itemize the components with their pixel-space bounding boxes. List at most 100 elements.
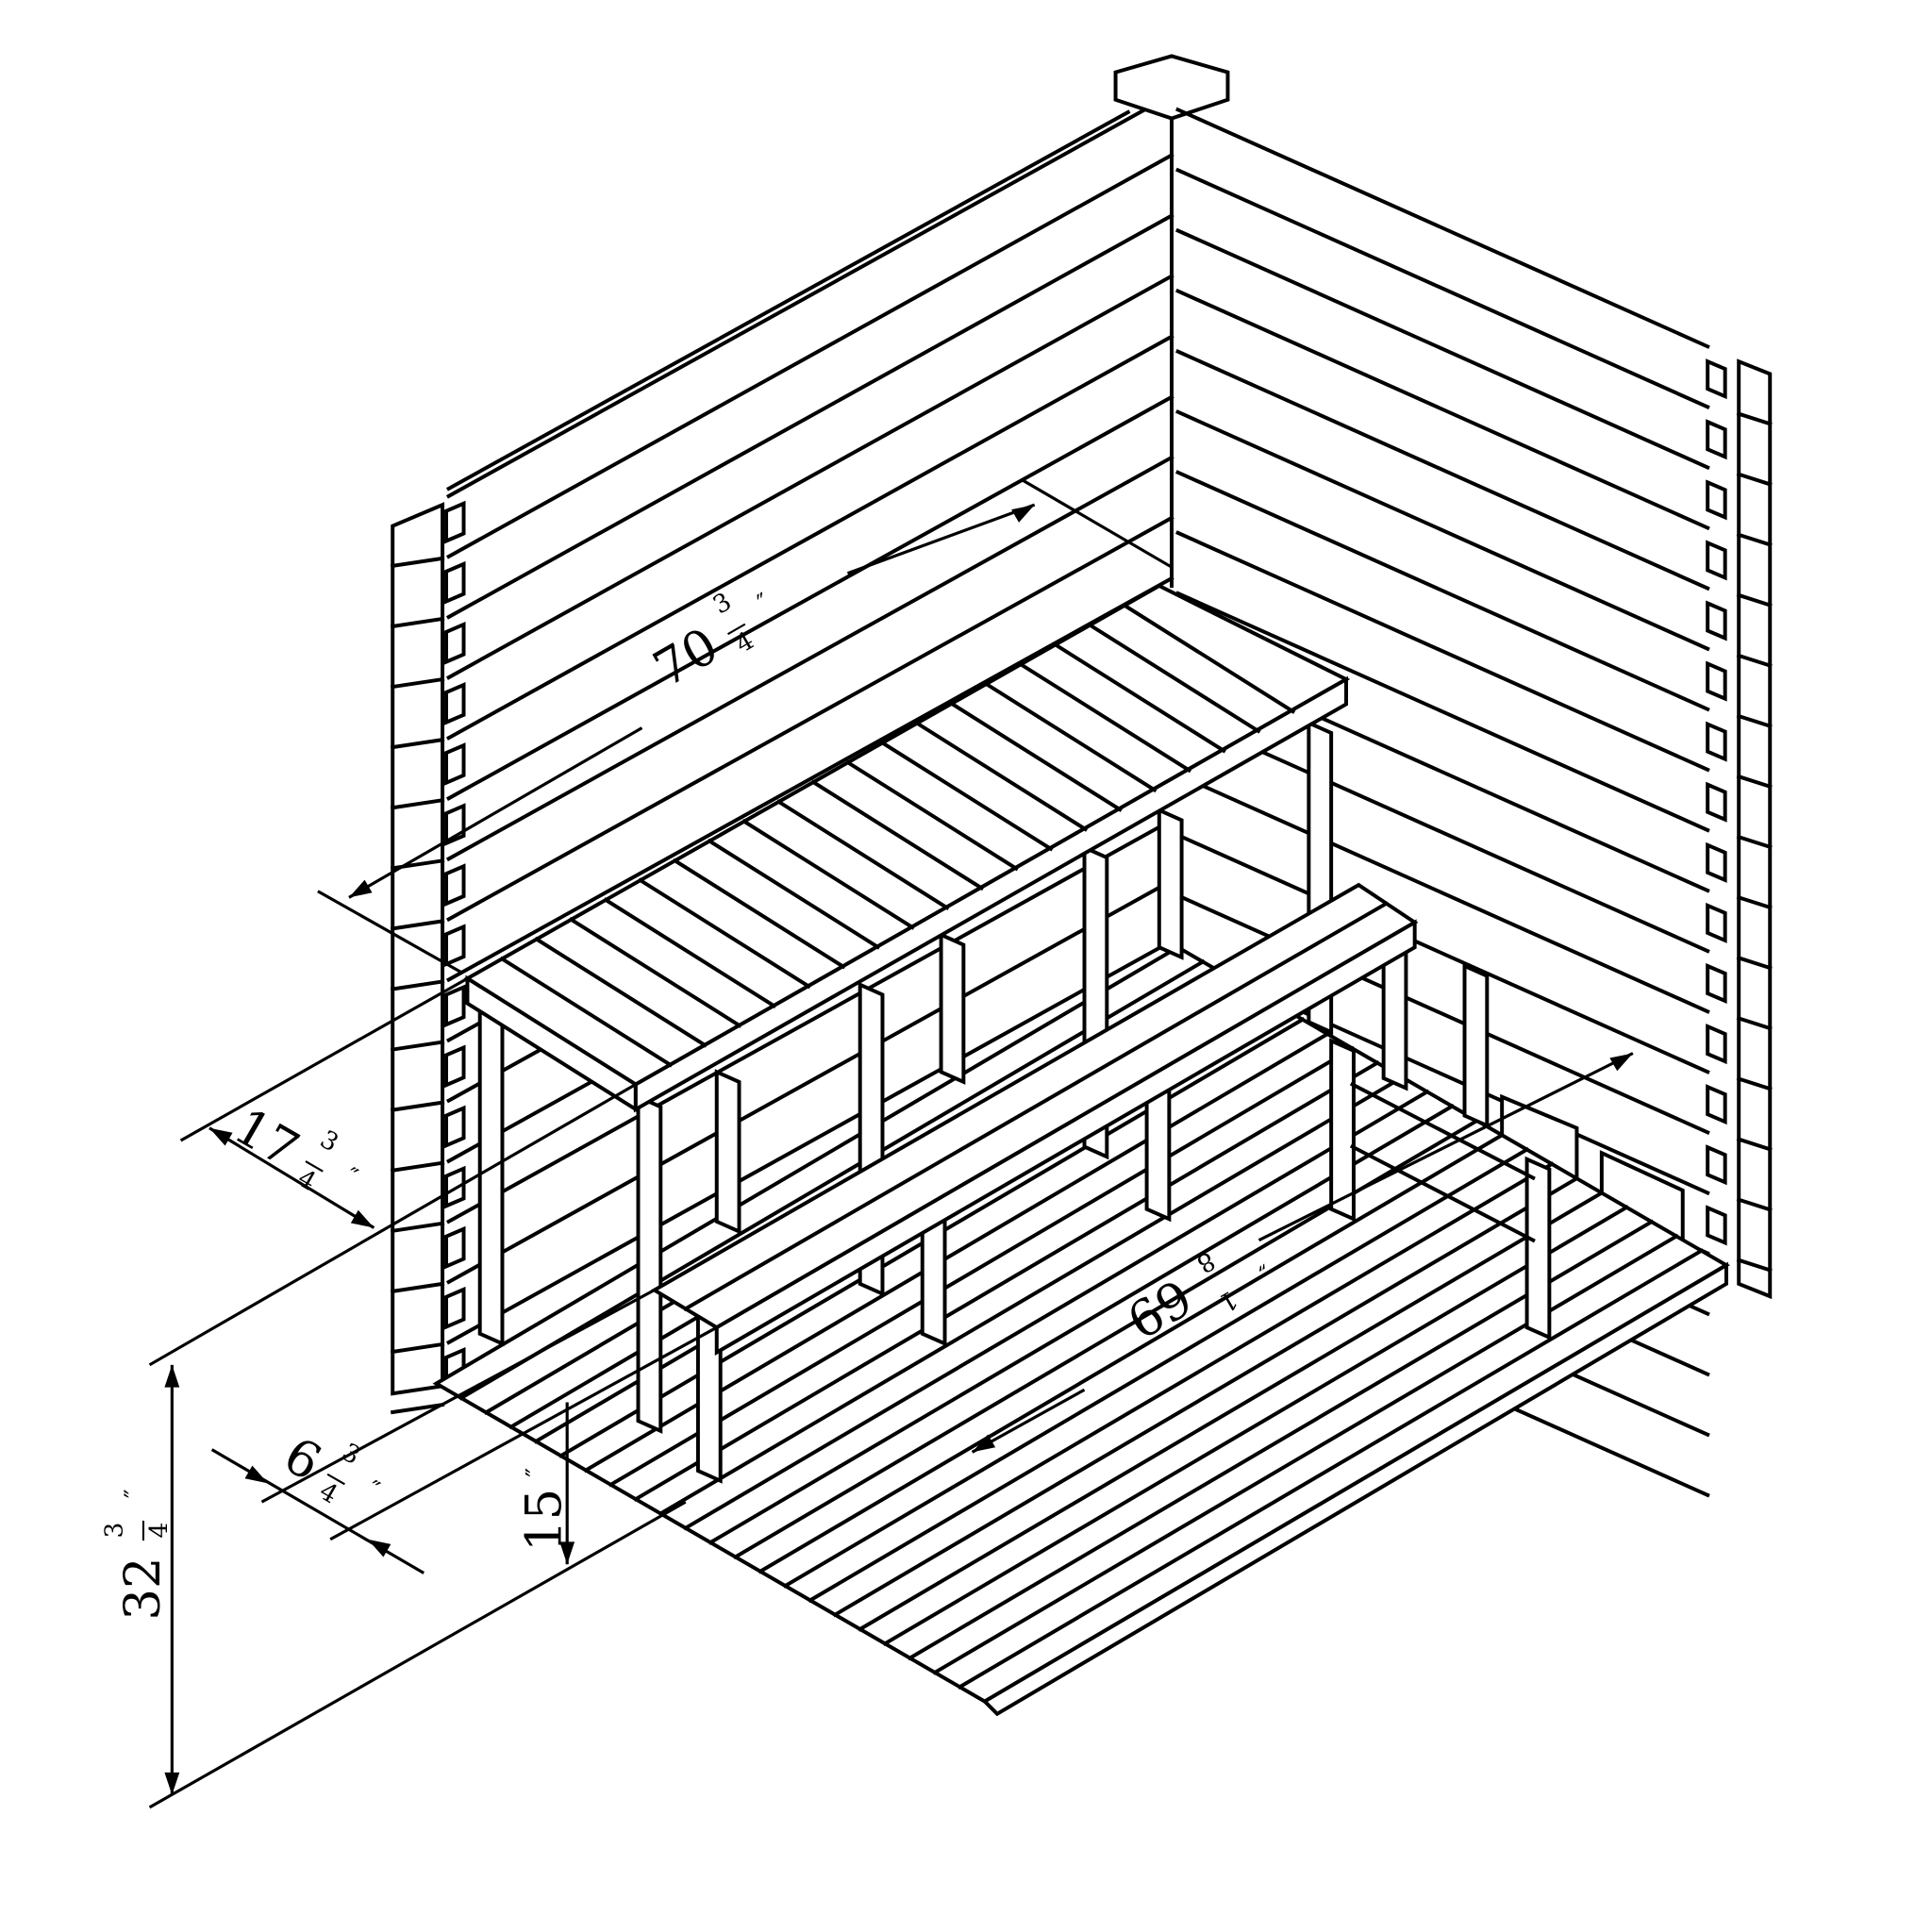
bench-support xyxy=(714,1069,741,1235)
fraction-bar xyxy=(1205,1269,1224,1282)
fraction-bar xyxy=(727,623,746,636)
svg-text:15: 15 xyxy=(516,1489,574,1552)
left-post-notch xyxy=(444,984,466,1028)
floor-slat-line xyxy=(758,1132,1505,1574)
bench-slat-line xyxy=(672,858,846,970)
svg-text:4: 4 xyxy=(144,1523,174,1539)
right-post-joint xyxy=(1736,1076,1773,1091)
right-wall-board-line xyxy=(1175,167,1710,410)
bench-slat-line xyxy=(775,799,950,910)
end-frame-post xyxy=(1329,1038,1356,1223)
bench-slat-line xyxy=(949,701,1123,812)
right-wall-board-line xyxy=(1175,892,1710,1136)
bench-slat-line xyxy=(1087,622,1261,734)
dim-line xyxy=(1257,1052,1634,1242)
floor-slat-line xyxy=(608,1045,1356,1488)
right-wall-board-line xyxy=(1175,591,1710,833)
left-post-joint xyxy=(390,1221,445,1234)
svg-text:″: ″ xyxy=(120,1489,149,1498)
right-post-notch xyxy=(1706,841,1727,883)
left-post-notch xyxy=(444,1286,466,1330)
arrow-head xyxy=(367,1539,391,1557)
right-post-joint xyxy=(1736,1016,1773,1031)
fraction-bar xyxy=(305,1160,324,1173)
bench-slat-line xyxy=(568,917,742,1028)
left-wall-board-line xyxy=(445,394,1174,801)
dim-extension-line xyxy=(317,890,462,974)
right-post-joint xyxy=(1736,1137,1773,1152)
arrow-head xyxy=(244,1465,269,1484)
arrow-head xyxy=(972,1434,996,1453)
svg-text:70: 70 xyxy=(644,617,728,698)
right-wall-top-edge xyxy=(1175,107,1710,349)
bench-leg xyxy=(636,1093,663,1434)
dimension-lines xyxy=(148,478,1634,1809)
svg-text:4: 4 xyxy=(314,1476,342,1509)
left-post-notch xyxy=(444,1044,466,1089)
bench-slat-line xyxy=(741,818,915,930)
left-post-joint xyxy=(390,1100,445,1112)
svg-text:3: 3 xyxy=(99,1523,128,1539)
arrow-head xyxy=(164,1364,180,1388)
fraction-bar xyxy=(326,1473,345,1486)
bench-support xyxy=(939,931,966,1085)
dim-extension-line xyxy=(148,1083,637,1367)
right-post-joint xyxy=(1736,713,1773,729)
arrow-head xyxy=(208,1127,233,1146)
bench-slat-line xyxy=(1018,661,1192,774)
right-post-notch xyxy=(1706,358,1727,400)
dim-label-step-depth: 6 3 4 ″ xyxy=(275,1426,385,1509)
bench-slat-line xyxy=(810,779,985,891)
right-post-joint xyxy=(1736,774,1773,790)
bench-slat-line xyxy=(879,740,1054,852)
right-post-notch xyxy=(1706,1205,1727,1246)
right-post-notch xyxy=(1706,1144,1727,1186)
dim-extension-line xyxy=(260,1289,656,1504)
bench-slat-line xyxy=(534,936,708,1048)
left-wall-board-line xyxy=(445,334,1174,741)
right-post-notch xyxy=(1706,902,1727,943)
right-wall-board-line xyxy=(1175,772,1710,1014)
left-post-notch xyxy=(444,1105,466,1149)
svg-text:3: 3 xyxy=(708,587,737,620)
lower-bench-front xyxy=(714,919,1417,1357)
end-frame-rail xyxy=(1349,1143,1536,1243)
floor-slat-line xyxy=(682,1089,1430,1531)
left-post-joint xyxy=(390,616,445,629)
right-post-joint xyxy=(1736,1197,1773,1212)
left-post-joint xyxy=(390,556,445,569)
left-wall-board-line xyxy=(445,92,1174,499)
right-wall-board-line xyxy=(1175,711,1710,954)
arrow-head xyxy=(559,1541,575,1565)
right-post-joint xyxy=(1736,411,1773,426)
floor-slat-line xyxy=(957,1248,1705,1690)
right-post-notch xyxy=(1706,721,1727,762)
left-wall-board-line xyxy=(445,817,1174,1224)
floor-slat-line xyxy=(782,1146,1530,1589)
svg-text:6: 6 xyxy=(275,1426,331,1492)
bench-leg xyxy=(477,993,505,1347)
arrow-head xyxy=(350,1209,375,1228)
left-wall-board-line xyxy=(445,877,1174,1285)
bench-slat-line xyxy=(845,759,1019,872)
svg-text:3: 3 xyxy=(337,1438,365,1471)
arrow-head xyxy=(348,879,373,898)
arrow-head xyxy=(1011,505,1035,523)
arrow-head xyxy=(164,1772,180,1795)
left-wall-board-line xyxy=(445,515,1174,923)
dim-extension-line xyxy=(329,1325,718,1541)
floor-slat-line xyxy=(658,1074,1406,1517)
left-post-notch xyxy=(444,742,466,786)
dim-line xyxy=(210,1448,425,1574)
svg-text:32: 32 xyxy=(114,1557,172,1620)
left-post-joint xyxy=(390,1160,445,1173)
bench-slat-line xyxy=(499,956,674,1068)
left-post-joint xyxy=(390,1040,445,1052)
upper-bench-front-rail xyxy=(633,675,1348,1113)
dim-label-step-height: 15 ″ xyxy=(516,1468,574,1552)
end-frame-post xyxy=(1524,1156,1552,1341)
floor xyxy=(432,944,1730,1717)
left-post-joint xyxy=(390,798,445,810)
right-wall-board-line xyxy=(1175,348,1710,591)
